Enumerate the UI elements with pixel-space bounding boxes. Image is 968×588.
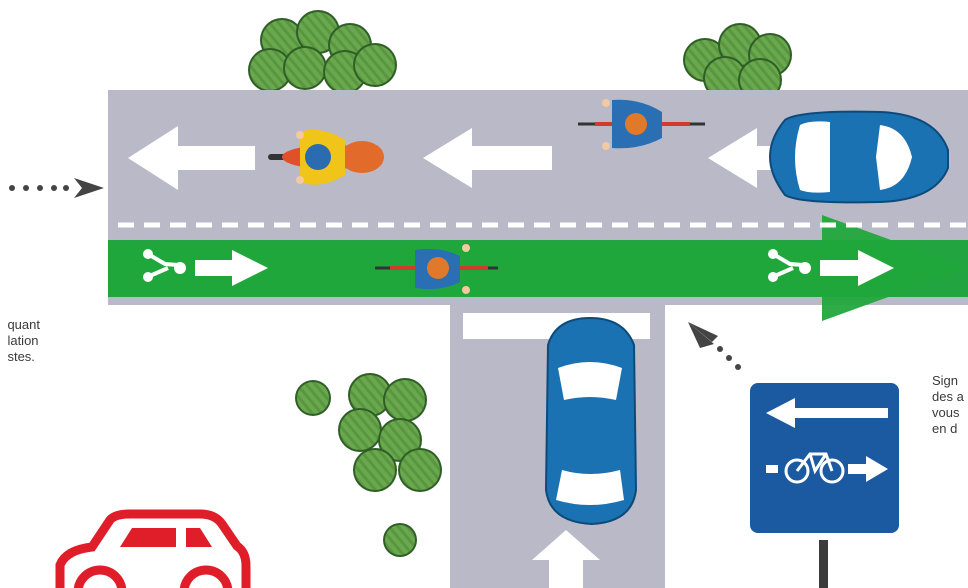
tree-top-left [248,10,397,94]
dotted-arrow-right [688,322,741,370]
caption-right: Sign des a vous en d [932,373,964,437]
car-outline-icon [60,514,246,588]
dotted-arrow-left [9,178,104,198]
car-main-road [770,112,948,203]
car-side-road [546,318,636,524]
tree-bottom-left [295,373,442,557]
caption-left: quant lation stes. [7,317,40,365]
contraflow-sign [743,376,906,588]
